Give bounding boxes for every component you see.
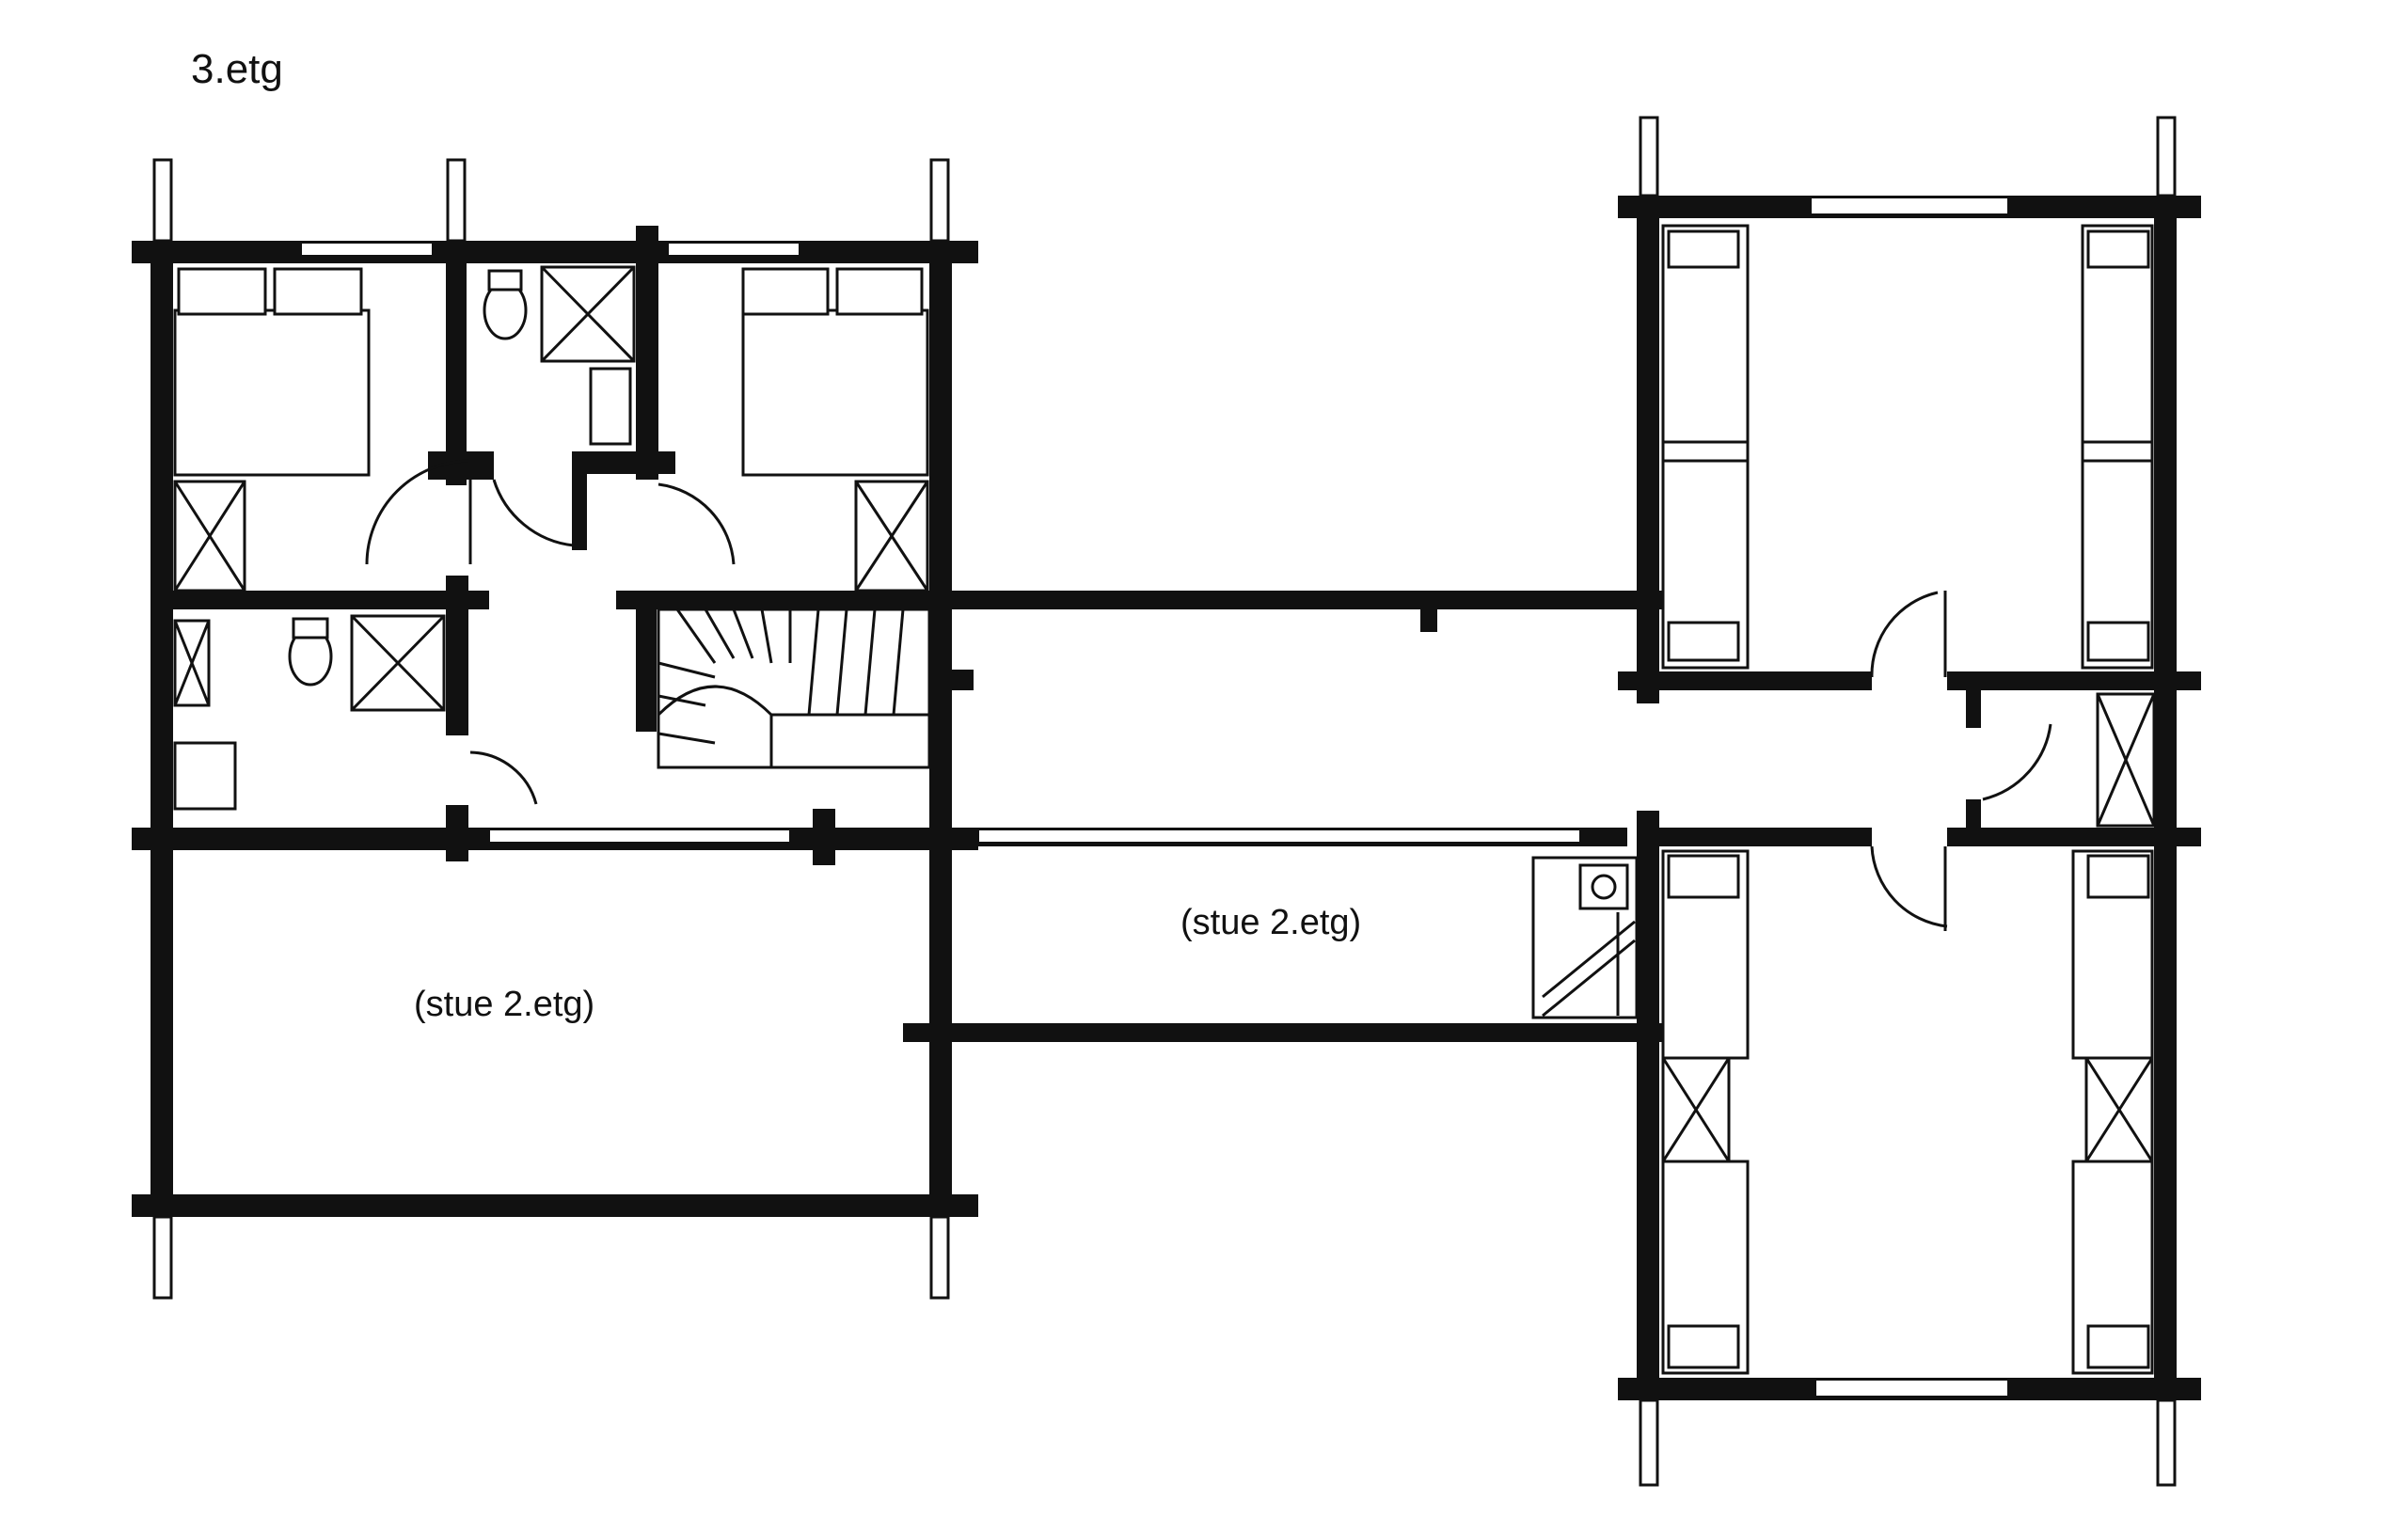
left-wing-furniture	[173, 265, 931, 811]
room-label-stue-lower-left: (stue 2.etg)	[414, 985, 594, 1024]
corridor-walls	[488, 591, 1674, 1042]
left-wing-walls	[132, 158, 978, 1300]
right-wing-walls	[300, 116, 2201, 1487]
doors	[365, 459, 2052, 931]
right-wing-furniture	[1531, 224, 2156, 1375]
floor-label: 3.etg	[191, 46, 283, 92]
room-label-stue-center: (stue 2.etg)	[1180, 903, 1361, 942]
